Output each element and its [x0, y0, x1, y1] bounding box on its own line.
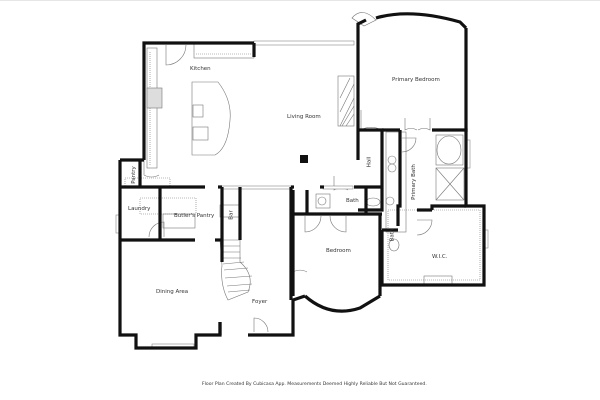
label-dining-area: Dining Area	[156, 289, 189, 295]
sink-bath	[315, 193, 331, 209]
windows	[115, 40, 489, 349]
fireplace	[337, 75, 355, 127]
label-bedroom: Bedroom	[326, 248, 351, 254]
kitchen-counter-top	[193, 43, 255, 59]
label-pantry: Pantry	[130, 166, 137, 184]
label-bath-small: Bath	[389, 228, 396, 242]
kitchen-island	[191, 81, 231, 156]
footer-disclaimer: Floor Plan Created By Cubicasa App. Meas…	[202, 382, 427, 387]
island-dishwasher	[192, 126, 209, 141]
label-laundry: Laundry	[128, 206, 151, 212]
label-bath: Bath	[346, 198, 359, 204]
fixtures	[124, 43, 481, 301]
label-primary-bedroom: Primary Bedroom	[392, 77, 440, 83]
island-sink	[192, 104, 204, 118]
stairs	[219, 239, 251, 301]
label-living-room: Living Room	[287, 114, 321, 120]
shower	[435, 167, 465, 201]
walls	[118, 12, 486, 350]
column	[300, 155, 308, 163]
label-foyer: Foyer	[252, 299, 268, 305]
bathtub	[436, 135, 462, 165]
label-wic: W.I.C.	[432, 254, 448, 260]
primary-bath-vanity	[385, 131, 407, 233]
toilet-small-bath	[388, 238, 400, 252]
top-border	[0, 0, 600, 1]
wic-shelves	[387, 209, 481, 281]
cooktop	[146, 87, 163, 109]
label-primary-bath: Primary Bath	[410, 164, 417, 200]
label-butlers-pantry: Butler's Pantry	[174, 213, 215, 219]
label-kitchen: Kitchen	[190, 66, 211, 72]
label-hall: Hall	[366, 156, 373, 168]
toilet-bath	[365, 197, 381, 207]
label-bar: Bar	[228, 210, 235, 220]
